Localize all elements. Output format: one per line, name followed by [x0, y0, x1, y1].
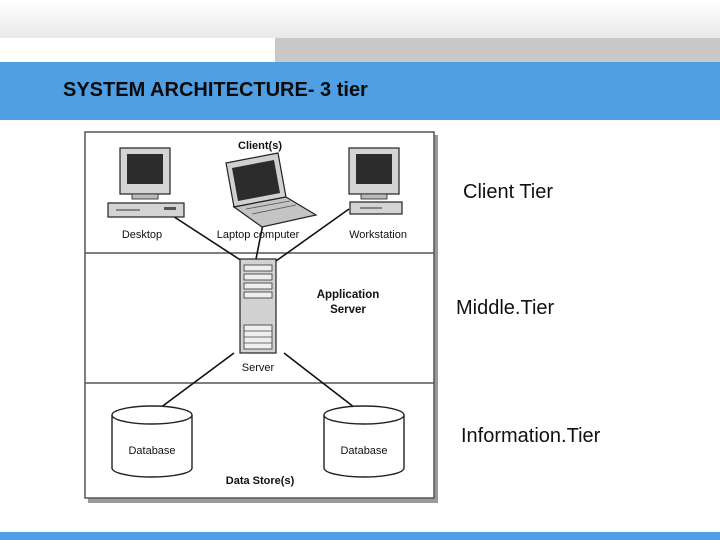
title-bar: [0, 62, 720, 120]
server-icon: [239, 258, 277, 354]
server-label: Server: [242, 362, 275, 374]
tier-label-information: Information.Tier: [461, 425, 601, 447]
desktop-icon: [107, 147, 185, 218]
top-decor-band-gray: [275, 38, 720, 62]
workstation-icon: [348, 147, 403, 215]
laptop-icon: [225, 152, 318, 228]
architecture-diagram: Client(s) Desktop Laptop computer Workst…: [84, 131, 438, 503]
client-header: Client(s): [238, 140, 282, 152]
device-label-desktop: Desktop: [122, 229, 162, 241]
app-server-label-line2: Server: [330, 304, 366, 316]
database-icon-1: [111, 405, 193, 478]
tier-label-client: Client Tier: [463, 181, 554, 203]
tier-label-middle: Middle.Tier: [456, 297, 555, 319]
bottom-accent-bar: [0, 532, 720, 540]
data-store-label: Data Store(s): [226, 475, 295, 487]
database-icon-2: [323, 405, 405, 478]
device-label-laptop: Laptop computer: [217, 229, 300, 241]
app-server-label-line1: Application: [317, 289, 380, 301]
database-label-1: Database: [128, 445, 175, 457]
database-label-2: Database: [340, 445, 387, 457]
top-decor-band: [0, 0, 720, 38]
slide-title: SYSTEM ARCHITECTURE- 3 tier: [63, 79, 368, 101]
device-label-workstation: Workstation: [349, 229, 407, 241]
